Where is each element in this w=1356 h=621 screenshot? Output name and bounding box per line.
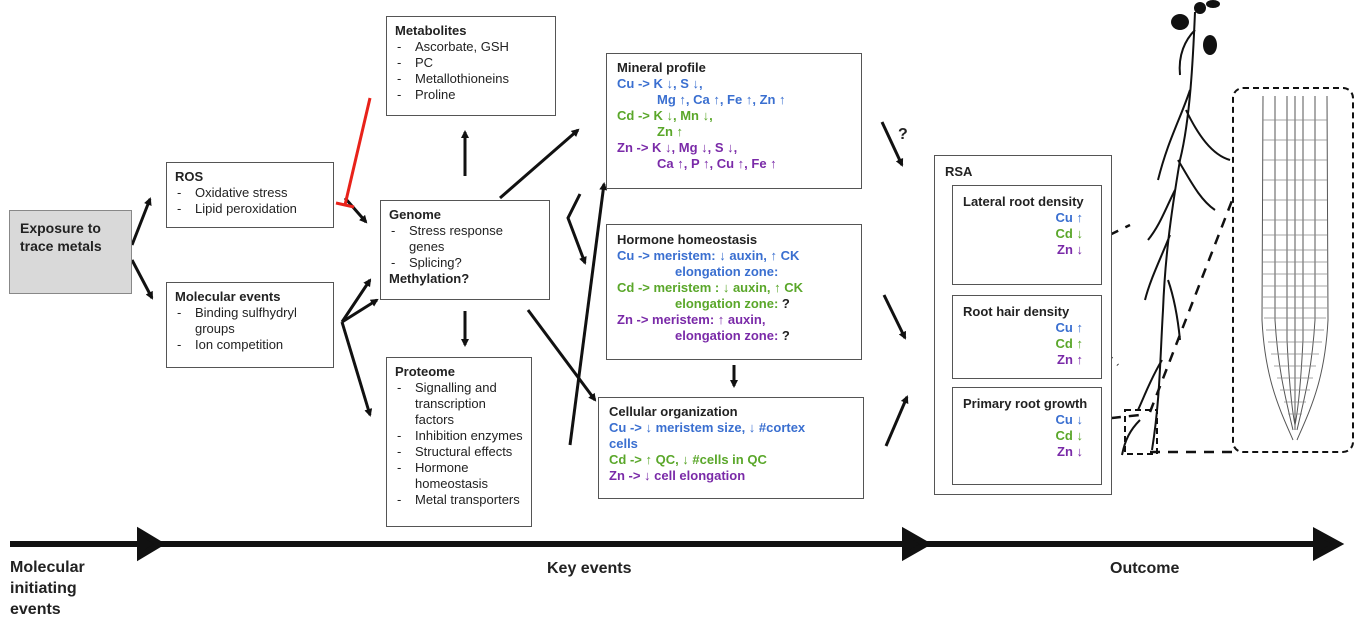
arrow-molecular-genome xyxy=(340,278,372,323)
arrow-genome-mineral xyxy=(499,128,580,200)
arrow-cellular-rsa xyxy=(884,395,909,447)
mineral-cd-line2: Zn ↑ xyxy=(657,124,683,139)
lateral-zn: Zn ↓ xyxy=(1057,242,1083,257)
cellular-organization-box: Cellular organization Cu -> ↓ meristem s… xyxy=(598,397,864,499)
mineral-title: Mineral profile xyxy=(617,60,706,75)
hair-zn: Zn ↑ xyxy=(1057,352,1083,367)
primary-root-growth-box: Primary root growth Cu ↓ Cd ↓ Zn ↓ xyxy=(952,387,1102,485)
metabolites-box: Metabolites Ascorbate, GSH PC Metallothi… xyxy=(386,16,556,116)
arrow-hormone-rsa xyxy=(882,294,907,340)
mineral-cu-line1: Cu -> K ↓, S ↓, xyxy=(617,76,703,91)
question-mark-label: ? xyxy=(898,126,908,143)
primary-zn: Zn ↓ xyxy=(1057,444,1083,459)
hormone-cd-elongation: elongation zone: xyxy=(675,296,779,311)
root-cell-lines xyxy=(1263,119,1327,415)
hormone-homeostasis-box: Hormone homeostasis Cu -> meristem: ↓ au… xyxy=(606,224,862,360)
timeline-molecular-label: Molecular initiating events xyxy=(10,559,85,618)
primary-cu: Cu ↓ xyxy=(1055,412,1083,427)
mineral-zn-line2: Ca ↑, P ↑, Cu ↑, Fe ↑ xyxy=(657,156,777,171)
proteome-item: Metal transporters xyxy=(395,492,523,508)
lateral-cu: Cu ↑ xyxy=(1055,210,1083,225)
timeline-arrowhead-2 xyxy=(902,526,933,562)
timeline-key-events-label: Key events xyxy=(547,560,632,577)
mineral-cd-line1: Cd -> K ↓, Mn ↓, xyxy=(617,108,713,123)
ros-item: Oxidative stress xyxy=(175,185,325,201)
arrow-molecular-genome2 xyxy=(341,298,379,324)
arrow-molecular-proteome xyxy=(340,321,373,417)
primary-title: Primary root growth xyxy=(963,396,1088,411)
hormone-cu-line2: elongation zone: xyxy=(675,264,779,279)
mineral-cu-line2: Mg ↑, Ca ↑, Fe ↑, Zn ↑ xyxy=(657,92,786,107)
genome-methylation: Methylation? xyxy=(389,271,470,286)
arrow-ros-genome xyxy=(343,197,368,224)
molecular-item: Ion competition xyxy=(175,337,325,353)
hair-cd: Cd ↑ xyxy=(1055,336,1083,351)
genome-title: Genome xyxy=(389,207,442,222)
plant-silhouette xyxy=(1121,11,1231,456)
arrow-exposure-molecular xyxy=(130,259,154,300)
metabolites-title: Metabolites xyxy=(395,23,467,38)
mineral-zn-line1: Zn -> K ↓, Mg ↓, S ↓, xyxy=(617,140,738,155)
arrow-exposure-ros xyxy=(130,197,152,246)
molecular-title: Molecular events xyxy=(175,289,281,304)
rsa-title: RSA xyxy=(945,164,973,179)
hormone-cd-question: ? xyxy=(781,296,790,311)
primary-cd: Cd ↓ xyxy=(1055,428,1083,443)
timeline-arrowhead-1 xyxy=(137,526,166,562)
dashed-connectors xyxy=(1092,179,1242,454)
molecular-events-box: Molecular events Binding sulfhydryl grou… xyxy=(166,282,334,368)
hormone-zn-line1: Zn -> meristem: ↑ auxin, xyxy=(617,312,766,327)
hormone-title: Hormone homeostasis xyxy=(617,232,758,247)
metabolite-item: PC xyxy=(395,55,547,71)
cellular-zn-line: Zn -> ↓ cell elongation xyxy=(609,468,746,483)
lateral-cd: Cd ↓ xyxy=(1055,226,1083,241)
hormone-zn-question: ? xyxy=(781,328,790,343)
ros-title: ROS xyxy=(175,169,204,184)
hormone-zn-line2: elongation zone: ? xyxy=(617,328,851,344)
timeline-arrowhead-3 xyxy=(1313,526,1345,562)
proteome-item: Structural effects xyxy=(395,444,523,460)
metabolite-item: Proline xyxy=(395,87,547,103)
arrow-mineral-hormone xyxy=(566,193,587,265)
metabolite-item: Metallothioneins xyxy=(395,71,547,87)
ros-item: Lipid peroxidation xyxy=(175,201,325,217)
proteome-title: Proteome xyxy=(395,364,455,379)
proteome-box: Proteome Signalling and transcription fa… xyxy=(386,357,532,527)
root-hair-density-box: Root hair density Cu ↑ Cd ↑ Zn ↑ xyxy=(952,295,1102,379)
genome-item: Stress response genes xyxy=(389,223,515,255)
genome-box: Genome Stress response genes Splicing? M… xyxy=(380,200,550,300)
timeline-outcome-label: Outcome xyxy=(1110,560,1180,577)
molecular-item: Binding sulfhydryl groups xyxy=(175,305,325,337)
inhibition-arrow xyxy=(335,97,372,209)
proteome-item: Hormone homeostasis xyxy=(395,460,523,492)
ros-box: ROS Oxidative stress Lipid peroxidation xyxy=(166,162,334,228)
hormone-cu-line1: Cu -> meristem: ↓ auxin, ↑ CK xyxy=(617,248,800,263)
hormone-cd-line2: elongation zone: ? xyxy=(617,296,851,312)
root-tip-magnified xyxy=(1232,87,1354,453)
plant-leaves xyxy=(1171,0,1220,55)
exposure-label: Exposure to trace metals xyxy=(20,220,102,254)
cellular-cu-line2: cells xyxy=(609,436,638,451)
hormone-cd-line1: Cd -> meristem : ↓ auxin, ↑ CK xyxy=(617,280,804,295)
proteome-item: Inhibition enzymes xyxy=(395,428,523,444)
hormone-zn-elongation: elongation zone: xyxy=(675,328,779,343)
hair-cu: Cu ↑ xyxy=(1055,320,1083,335)
arrow-mineral-rsa xyxy=(880,121,904,167)
cellular-title: Cellular organization xyxy=(609,404,738,419)
lateral-root-density-box: Lateral root density Cu ↑ Cd ↓ Zn ↓ xyxy=(952,185,1102,285)
root-tip-highlight xyxy=(1124,409,1158,455)
arrow-genome-cellular xyxy=(526,309,597,402)
cellular-cd-line: Cd -> ↑ QC, ↓ #cells in QC xyxy=(609,452,767,467)
proteome-item: Signalling and transcription factors xyxy=(395,380,523,428)
metabolite-item: Ascorbate, GSH xyxy=(395,39,547,55)
cellular-cu-line1: Cu -> ↓ meristem size, ↓ #cortex xyxy=(609,420,806,435)
genome-item: Splicing? xyxy=(389,255,515,271)
hair-title: Root hair density xyxy=(963,304,1070,319)
arrow-proteome-mineral xyxy=(568,182,608,446)
exposure-box: Exposure to trace metals xyxy=(9,210,132,294)
mineral-profile-box: Mineral profile Cu -> K ↓, S ↓, Mg ↑, Ca… xyxy=(606,53,862,189)
lateral-title: Lateral root density xyxy=(963,194,1084,209)
